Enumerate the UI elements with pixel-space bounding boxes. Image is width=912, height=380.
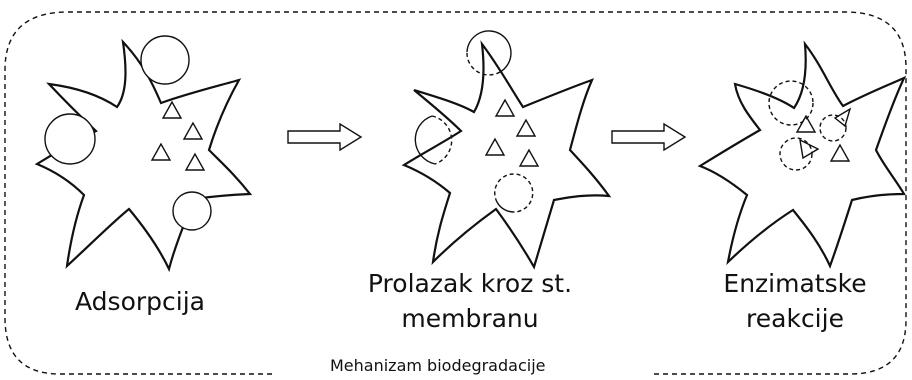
particle-circle-inside (494, 173, 534, 213)
triangle-marker (184, 152, 206, 171)
particle-circle (140, 35, 190, 85)
cell-outline-2 (401, 40, 612, 270)
particle-circle-dashed (779, 137, 813, 171)
stage-label-membrane: Prolazak kroz st. membranu (360, 266, 580, 336)
triangle-marker (150, 142, 172, 161)
right-arrow-2 (611, 122, 687, 152)
triangle-marker (161, 100, 183, 119)
stage-enzymatic-reactions (697, 40, 907, 269)
right-arrow-1 (287, 122, 363, 152)
stage-label-line: Prolazak kroz st. (367, 269, 573, 298)
cell-outline-3 (697, 40, 907, 269)
stage-label-adsorption: Adsorpcija (40, 284, 240, 319)
stage-label-line: membranu (401, 304, 539, 333)
triangle-marker (515, 118, 537, 137)
particle-circle (466, 30, 512, 73)
stage-label-line: Adsorpcija (75, 287, 205, 316)
particle-circle-inside (466, 51, 501, 76)
triangle-marker (518, 148, 540, 167)
triangle-marker (484, 137, 506, 156)
triangle-marker (829, 143, 851, 162)
diagram-caption: Mehanizam biodegradacije (330, 356, 546, 375)
triangle-marker (494, 98, 516, 117)
triangle-marker (182, 121, 204, 140)
particle-circle-dashed (819, 114, 847, 142)
particle-circle (414, 115, 436, 165)
particle-circle (172, 191, 212, 231)
stage-label-line: Enzimatske (723, 269, 867, 298)
triangle-marker-rotated (799, 138, 820, 160)
stage-membrane-passage (401, 30, 612, 270)
particle-circle-dashed (768, 80, 814, 126)
stage-adsorption (34, 35, 253, 273)
stage-label-enzymatic: Enzimatske reakcije (700, 266, 890, 336)
stage-label-line: reakcije (746, 304, 844, 333)
particle-circle (44, 113, 96, 165)
particle-circle (496, 201, 515, 213)
triangle-marker-rotated (833, 107, 852, 128)
frame-border-left (4, 11, 907, 375)
triangle-marker (795, 114, 817, 133)
particle-circle-inside (431, 115, 453, 165)
